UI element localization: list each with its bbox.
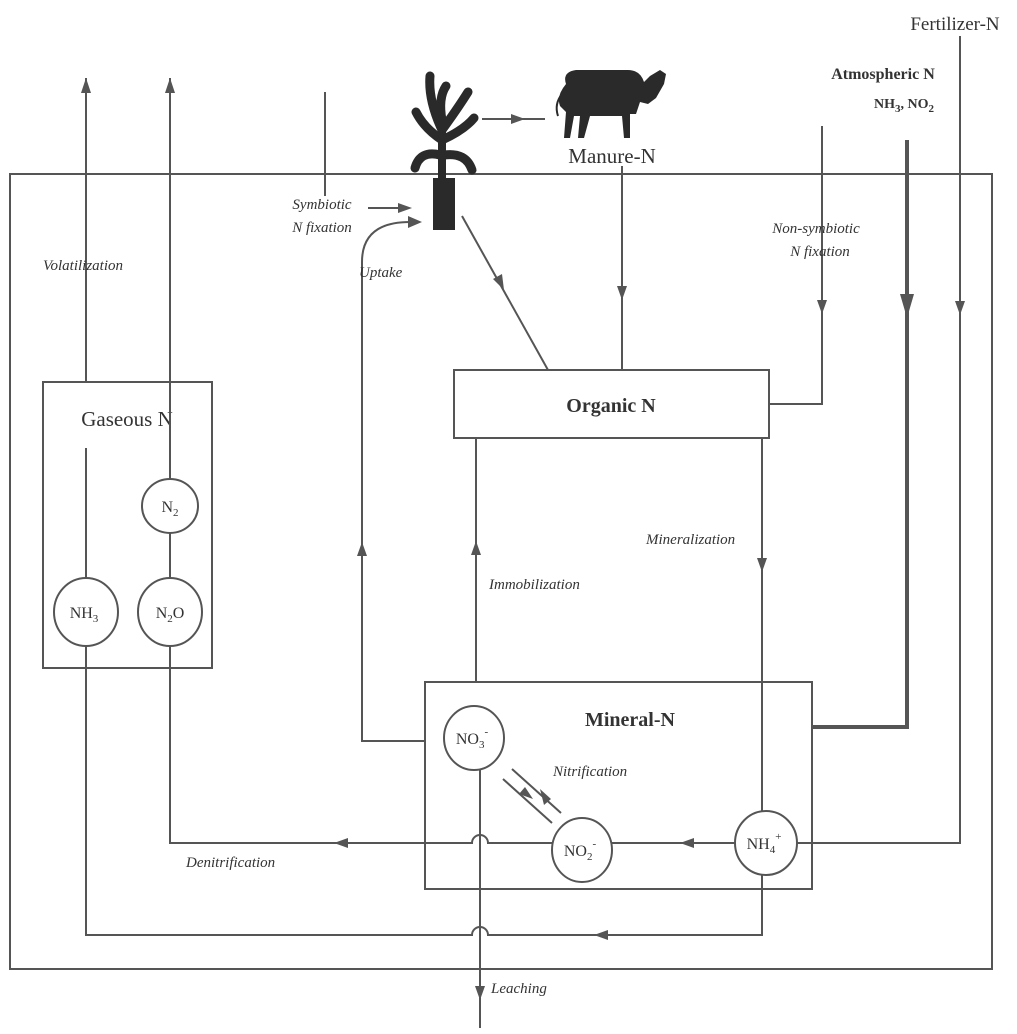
n2o-node: N2O bbox=[138, 578, 202, 646]
uptake-label: Uptake bbox=[359, 265, 403, 281]
volatilization-arrowhead-1 bbox=[81, 78, 91, 93]
symbiotic-label-1: Symbiotic bbox=[292, 197, 351, 213]
no2-node: NO2- bbox=[552, 818, 612, 882]
fertilizer-n-label: Fertilizer-N bbox=[910, 14, 1000, 35]
leaching-label: Leaching bbox=[490, 981, 547, 997]
manure-arrowhead bbox=[617, 286, 627, 300]
volatilization-arrowhead-2 bbox=[165, 78, 175, 93]
uptake-arrowhead-mid bbox=[357, 542, 367, 556]
atmospheric-arrowhead bbox=[900, 294, 914, 318]
mineral-n-label: Mineral-N bbox=[585, 709, 676, 731]
denitrification-label: Denitrification bbox=[185, 855, 275, 871]
nh3-node: NH3 bbox=[54, 578, 118, 646]
volatilization-label: Volatilization bbox=[43, 258, 123, 274]
organic-n-label: Organic N bbox=[566, 395, 656, 417]
mineralization-arrowhead bbox=[757, 558, 767, 572]
uptake-arrowhead bbox=[408, 216, 422, 228]
atmospheric-species-label: NH3, NO2 bbox=[874, 97, 935, 115]
cow-icon bbox=[557, 70, 666, 138]
non-symbiotic-arrowhead bbox=[817, 300, 827, 314]
plant-to-cow-arrowhead bbox=[511, 114, 525, 124]
non-symbiotic-line bbox=[769, 126, 822, 404]
fertilizer-arrowhead bbox=[955, 301, 965, 315]
symbiotic-arrowhead bbox=[398, 203, 412, 213]
plant-residue-to-organic-line bbox=[462, 216, 548, 370]
no3-node: NO3- bbox=[444, 706, 504, 770]
symbiotic-label-2: N fixation bbox=[291, 220, 352, 236]
plant-icon bbox=[415, 76, 474, 230]
denitrification-arrowhead bbox=[334, 838, 348, 848]
manure-n-label: Manure-N bbox=[568, 144, 655, 168]
fertilizer-line bbox=[796, 36, 960, 843]
leaching-arrowhead bbox=[475, 986, 485, 1000]
nitrification-label: Nitrification bbox=[552, 764, 627, 780]
n2-node: N2 bbox=[142, 479, 198, 533]
uptake-line bbox=[362, 222, 425, 741]
gaseous-n-label: Gaseous N bbox=[81, 407, 173, 431]
immobilization-label: Immobilization bbox=[488, 577, 580, 593]
nh4-to-nh3-arrowhead bbox=[594, 930, 608, 940]
mineralization-label: Mineralization bbox=[645, 532, 735, 548]
non-symbiotic-label-2: N fixation bbox=[789, 244, 850, 260]
immobilization-arrowhead bbox=[471, 541, 481, 555]
non-symbiotic-label-1: Non-symbiotic bbox=[771, 221, 860, 237]
atmospheric-n-label: Atmospheric N bbox=[831, 66, 935, 83]
nh4-node: NH4+ bbox=[735, 811, 797, 875]
